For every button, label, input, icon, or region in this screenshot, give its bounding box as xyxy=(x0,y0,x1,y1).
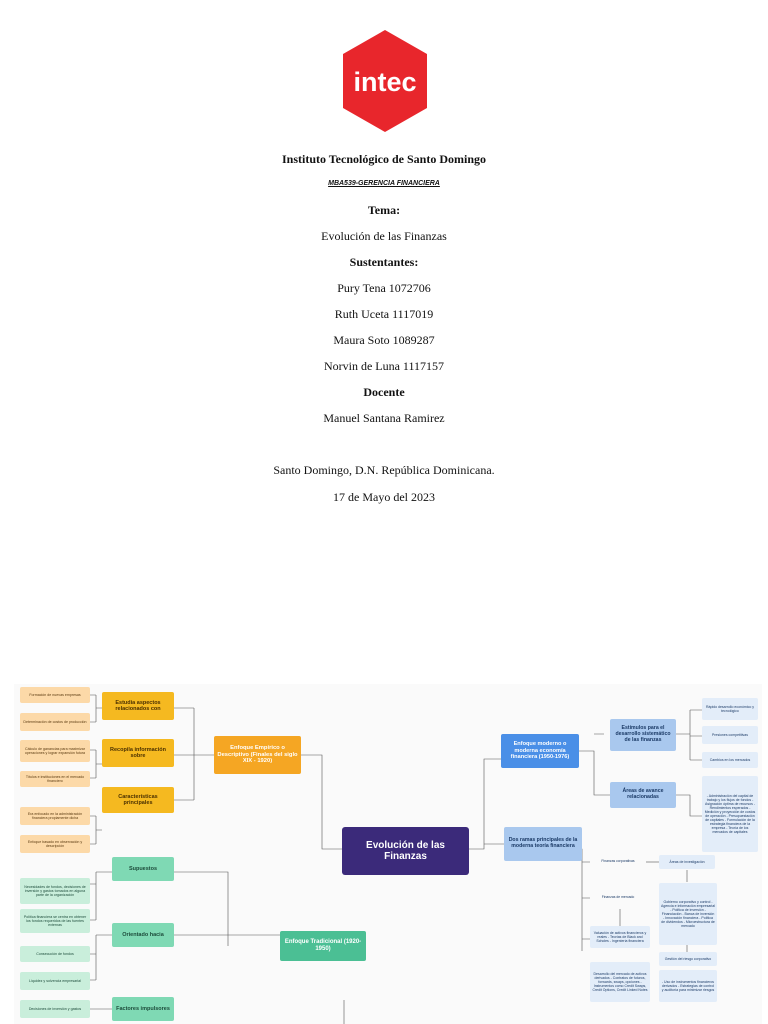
central-topic: Evolución de las Finanzas xyxy=(342,827,469,875)
estimulos-leaf: Rápido desarrollo económico y tecnológic… xyxy=(702,698,758,720)
finanzas-mercado: Finanzas de mercado xyxy=(601,895,635,900)
areas-investigacion: Áreas de investigación xyxy=(659,855,715,869)
intec-logo: intec xyxy=(339,28,431,134)
student-name: Ruth Uceta 1117019 xyxy=(334,307,434,321)
tema-label: Tema: xyxy=(367,203,401,217)
empirico-branch: Recopila información sobre xyxy=(102,739,174,767)
docente-label: Docente xyxy=(363,385,405,399)
student-name: Norvin de Luna 1117157 xyxy=(323,359,445,373)
empirico-leaf: Enfoque basado en observación y descripc… xyxy=(20,835,90,853)
logo-text: intec xyxy=(353,67,416,97)
empirico-topic: Enfoque Empírico o Descriptivo (Finales … xyxy=(214,736,301,774)
mind-map: Formación de nuevas empresas Determinaci… xyxy=(14,684,762,1024)
date: 17 de Mayo del 2023 xyxy=(333,490,435,504)
tradicional-leaf: Política financiera se centra en obtener… xyxy=(20,909,90,933)
gestion-riesgo: Gestión del riesgo corporativo xyxy=(659,952,717,966)
dos-ramas-branch: Dos ramas principales de la moderna teor… xyxy=(504,827,582,861)
moderno-topic: Enfoque moderno o moderna economía finan… xyxy=(501,734,579,768)
course-code: MBA539-GERENCIA FINANCIERA xyxy=(328,180,440,187)
desarrollo-leaf: Desarrollo del mercado de activos deriva… xyxy=(590,962,650,1002)
tradicional-branch: Factores impulsores xyxy=(112,997,174,1021)
tradicional-leaf: Decisiones de inversión y gastos xyxy=(20,1000,90,1018)
tradicional-leaf: Consecución de fondos xyxy=(20,946,90,962)
tradicional-leaf: Necesidades de fondos, decisiones de inv… xyxy=(20,878,90,904)
student-name: Maura Soto 1089287 xyxy=(333,333,435,347)
sustentantes-label: Sustentantes: xyxy=(349,255,419,269)
empirico-leaf: Era enfocado en la administración financ… xyxy=(20,807,90,825)
empirico-leaf: Determinación de costos de producción xyxy=(20,713,90,731)
gobierno-leaf: Gobierno corporativo y control - Agencia… xyxy=(659,883,717,945)
mind-map-connectors xyxy=(90,694,702,1024)
uso-instrumentos-leaf: - Uso de instrumentos financieros deriva… xyxy=(659,970,717,1002)
estimulos-branch: Estímulos para el desarrollo sistemático… xyxy=(610,719,676,751)
empirico-branch: Estudia aspectos relacionados con xyxy=(102,692,174,720)
place: Santo Domingo, D.N. República Dominicana… xyxy=(273,463,495,477)
institution-name: Instituto Tecnológico de Santo Domingo xyxy=(281,152,487,166)
estimulos-leaf: Presiones competitivas xyxy=(702,726,758,744)
valuacion-leaf: Valuación de activos financieros y reale… xyxy=(590,926,650,948)
docente-name: Manuel Santana Ramirez xyxy=(323,411,445,425)
empirico-leaf: Cálculo de ganancias para maximizar oper… xyxy=(20,740,90,762)
areas-leaf: - Administración del capital de trabajo … xyxy=(702,776,758,852)
finanzas-corporativas: Finanzas corporativas xyxy=(601,859,635,864)
estimulos-leaf: Cambios en los mercados xyxy=(702,752,758,768)
tema-value: Evolución de las Finanzas xyxy=(321,229,447,243)
empirico-branch: Características principales xyxy=(102,787,174,813)
empirico-leaf: Títulos e instituciones en el mercado fi… xyxy=(20,771,90,787)
tradicional-branch: Orientado hacia xyxy=(112,923,174,947)
tradicional-branch: Supuestos xyxy=(112,857,174,881)
empirico-leaf: Formación de nuevas empresas xyxy=(20,687,90,703)
areas-branch: Áreas de avance relacionadas xyxy=(610,782,676,808)
tradicional-topic: Enfoque Tradicional (1920-1950) xyxy=(280,931,366,961)
tradicional-leaf: Liquidez y solvencia empresarial xyxy=(20,972,90,990)
student-name: Pury Tena 1072706 xyxy=(337,281,431,295)
